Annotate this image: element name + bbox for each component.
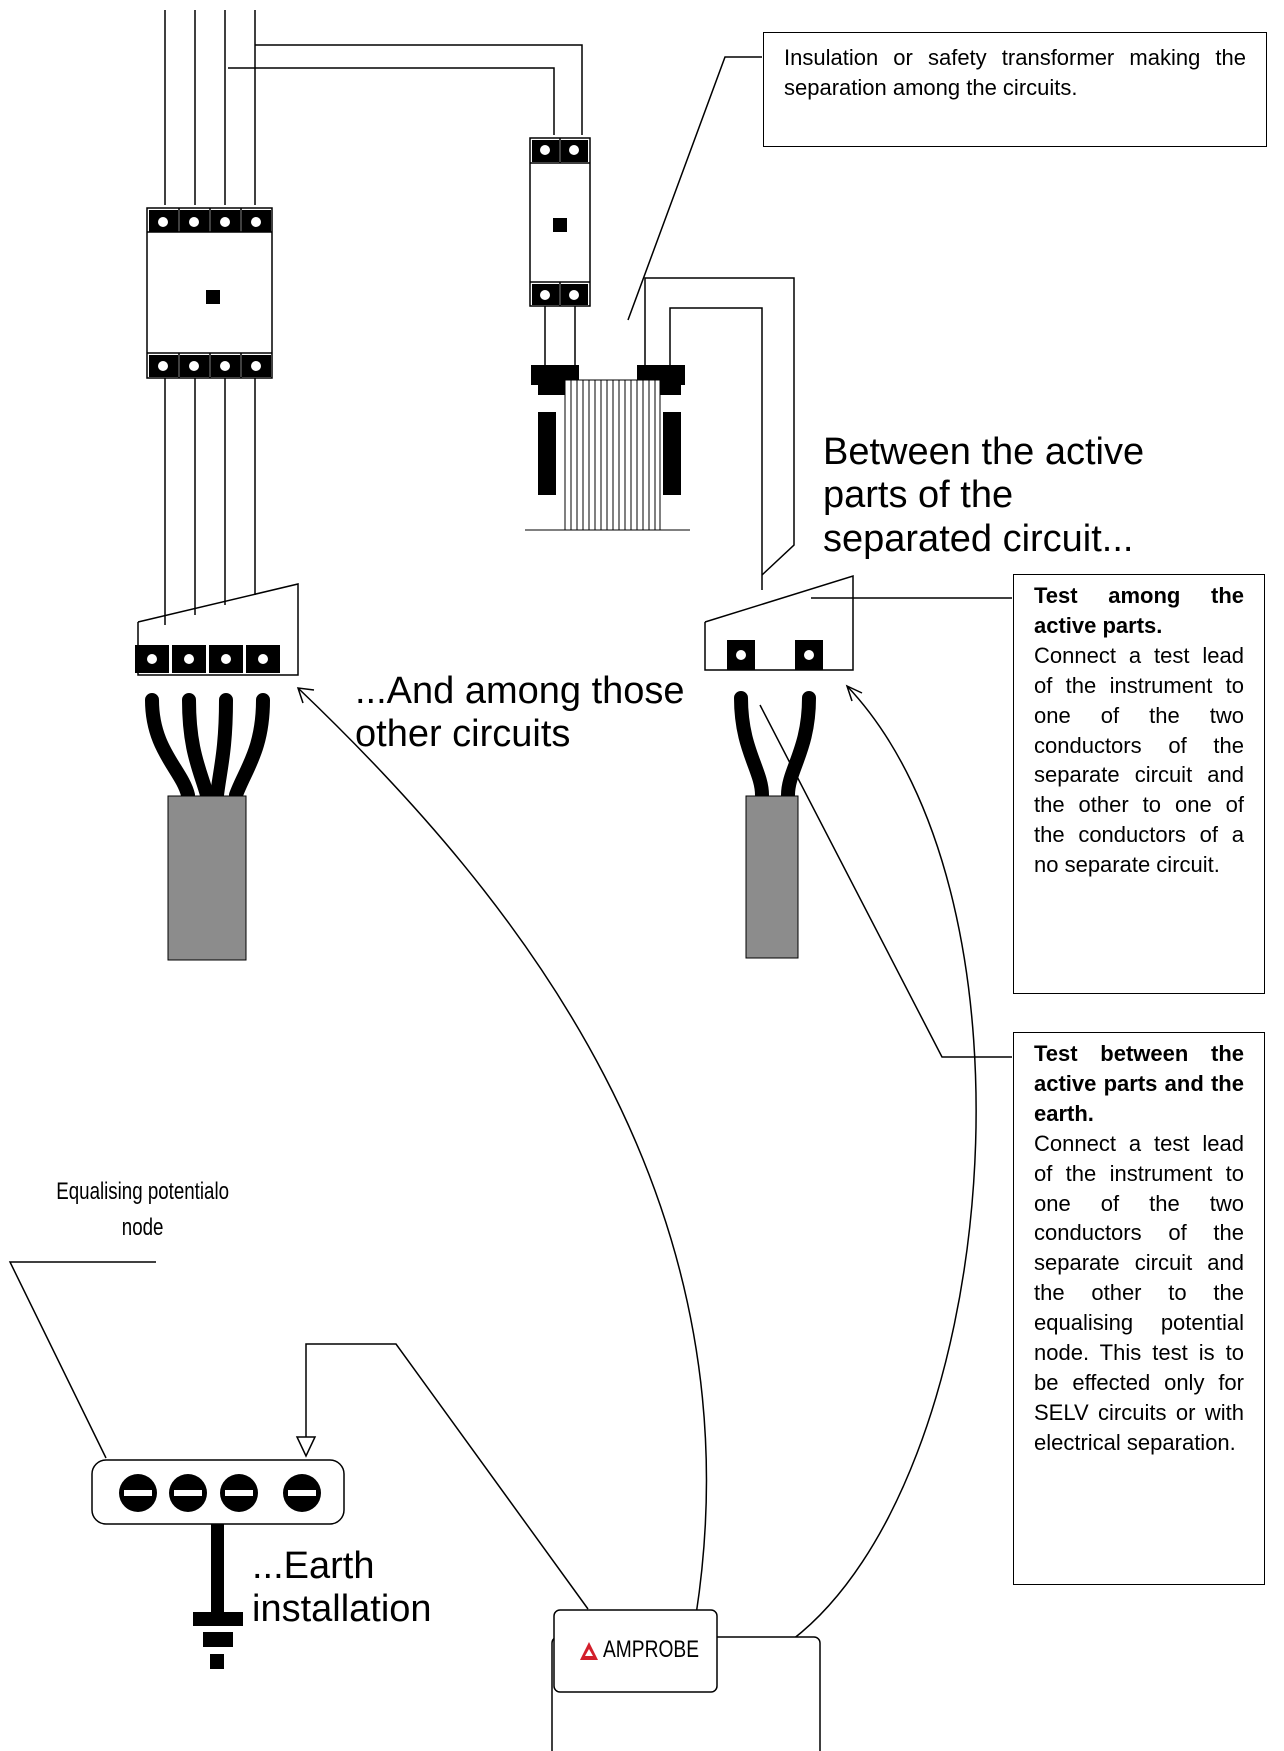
between-active-label: Between the active parts of the separate…	[823, 431, 1145, 560]
earth-symbol	[193, 1524, 243, 1669]
arrowhead-right	[845, 684, 863, 702]
among-others-label: ...And among those other circuits	[355, 670, 685, 755]
earth-installation-label: ...Earth installation	[252, 1545, 432, 1630]
test-lead-earth	[305, 1343, 589, 1610]
cable-left	[145, 693, 270, 961]
test-lead-right	[791, 685, 977, 1641]
earth-test-callout-line	[759, 704, 1012, 1058]
transformer-callout-text: Insulation or safety transformer making …	[784, 45, 1246, 100]
supply-wires	[164, 10, 583, 205]
test-active-body: Connect a test lead of the instrument to…	[1034, 642, 1244, 878]
transformer	[525, 365, 690, 531]
test-earth-title: Test between the active parts and the ea…	[1034, 1041, 1244, 1126]
junction-box-right	[704, 574, 854, 671]
test-lead-left	[297, 687, 708, 1616]
node-callout-line	[8, 1261, 156, 1459]
equalising-node-label: Equalising potentialo node	[56, 1178, 230, 1241]
instrument-brand-label: AMPROBE	[603, 1636, 700, 1663]
test-active-note: Test among the active parts. Connect a t…	[1013, 574, 1265, 994]
cable-right	[734, 691, 816, 959]
two-pole-breaker	[529, 137, 591, 365]
instrument	[551, 1609, 821, 1751]
transformer-callout-line	[627, 56, 762, 321]
arrowhead-node	[295, 1436, 317, 1458]
transformer-callout-box: Insulation or safety transformer making …	[763, 32, 1267, 147]
arrowhead-left	[296, 687, 315, 704]
test-earth-body: Connect a test lead of the instrument to…	[1034, 1130, 1244, 1455]
test-earth-note: Test between the active parts and the ea…	[1013, 1032, 1265, 1585]
four-pole-breaker	[146, 207, 273, 625]
test-active-title: Test among the active parts.	[1034, 583, 1244, 638]
equalising-node-bar	[91, 1459, 345, 1525]
breaker-terminals	[135, 140, 823, 673]
